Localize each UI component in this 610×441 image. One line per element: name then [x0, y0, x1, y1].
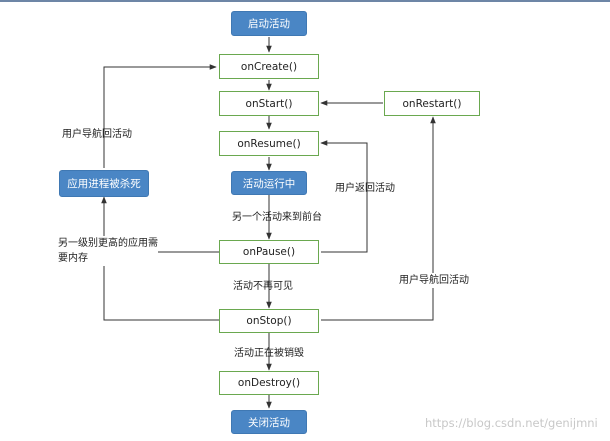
node-process-killed: 应用进程被杀死	[59, 170, 149, 197]
node-on-pause: onPause()	[219, 240, 319, 264]
node-activity-running: 活动运行中	[231, 171, 307, 195]
node-on-destroy: onDestroy()	[219, 371, 319, 395]
node-start-activity: 启动活动	[231, 11, 307, 36]
label-another-activity-foreground: 另一个活动来到前台	[232, 212, 322, 223]
label-user-returns: 用户返回活动	[335, 183, 395, 194]
node-on-stop: onStop()	[219, 309, 319, 333]
top-rule	[0, 0, 610, 2]
edge-stop-to-killed	[103, 252, 219, 321]
label-activity-not-visible: 活动不再可见	[233, 281, 293, 292]
label-user-navigates-back-left: 用户导航回活动	[62, 129, 132, 140]
label-higher-priority-app-memory: 另一级别更高的应用需要内存	[58, 236, 158, 266]
node-on-resume: onResume()	[219, 131, 319, 156]
label-user-navigates-back-right: 用户导航回活动	[399, 273, 469, 288]
edge-stop-to-restart	[321, 116, 436, 321]
node-on-start: onStart()	[219, 91, 319, 116]
edge-killed-to-create	[103, 64, 217, 168]
edge-pause-to-resume	[320, 140, 368, 253]
node-on-create: onCreate()	[219, 54, 319, 79]
watermark: https://blog.csdn.net/genijmni	[425, 416, 598, 430]
label-activity-being-destroyed: 活动正在被销毁	[234, 348, 304, 359]
node-close-activity: 关闭活动	[231, 410, 307, 434]
node-on-restart: onRestart()	[384, 91, 480, 116]
